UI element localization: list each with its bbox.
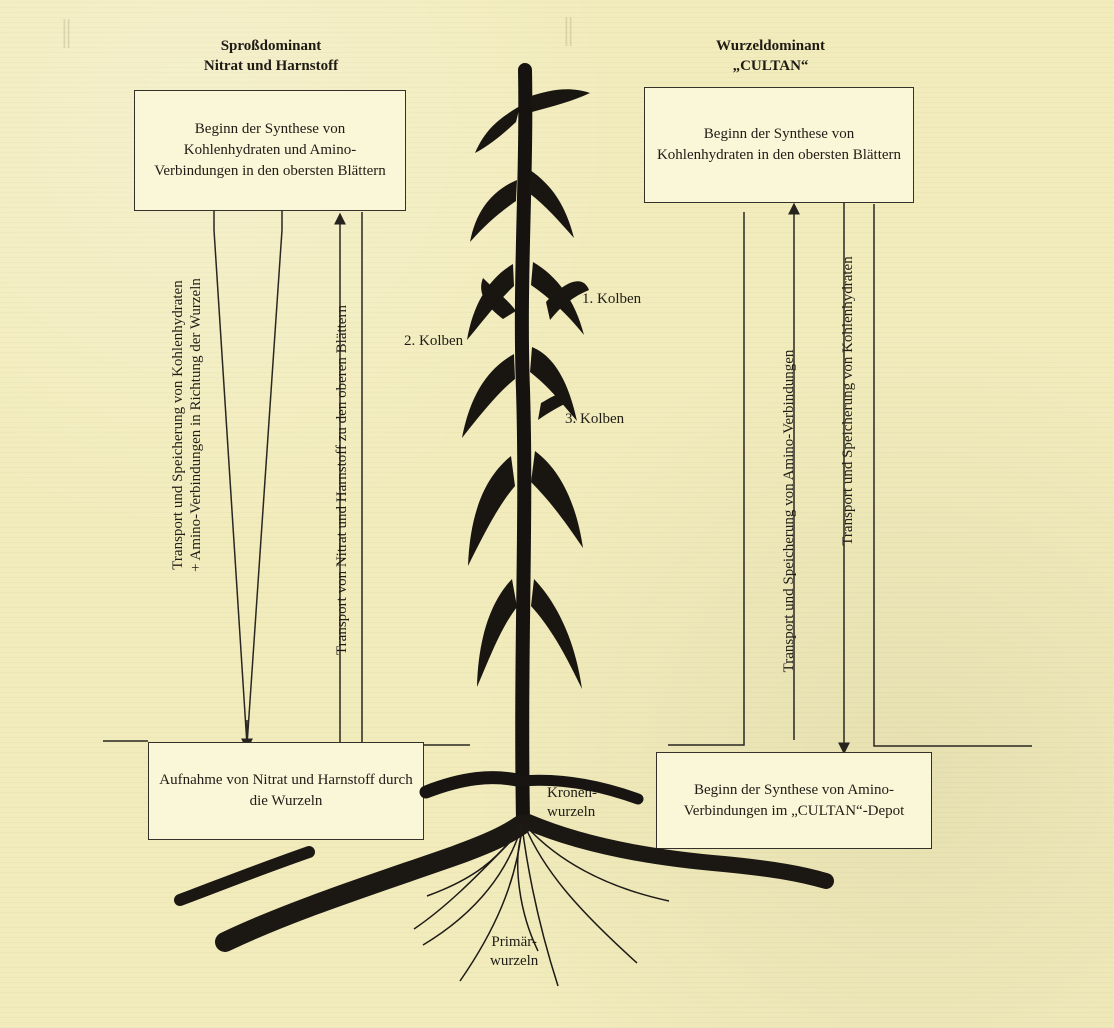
upper-left-leaf: [470, 180, 517, 242]
bottom-right-leaf: [531, 579, 582, 689]
long-left-crown-root: [225, 825, 521, 942]
upper-right-leaf: [529, 170, 574, 238]
label-kolben-2: 2. Kolben: [404, 332, 463, 351]
bottom-left-leaf: [477, 579, 517, 687]
label-kolben-3: 3. Kolben: [565, 410, 624, 429]
upper-left-crown-root: [426, 778, 522, 792]
label-kronenwurzeln: Kronen- wurzeln: [547, 784, 597, 822]
base-right-leaf: [531, 451, 583, 548]
top-right-leaf: [531, 89, 590, 112]
label-primaerwurzeln-line-2: wurzeln: [490, 952, 538, 971]
lower-left-leaf: [462, 354, 515, 438]
top-left-leaf: [475, 106, 520, 153]
base-left-leaf: [468, 456, 515, 566]
label-primaerwurzeln-line-1: Primär-: [490, 933, 538, 952]
long-right-crown-root: [528, 822, 826, 881]
small-left-root-fragment: [180, 852, 309, 900]
label-primaerwurzeln: Primär- wurzeln: [490, 933, 538, 971]
label-kronenwurzeln-line-1: Kronen-: [547, 784, 597, 803]
label-kronenwurzeln-line-2: wurzeln: [547, 803, 597, 822]
plant-stem: [522, 70, 525, 820]
label-kolben-1: 1. Kolben: [582, 290, 641, 309]
